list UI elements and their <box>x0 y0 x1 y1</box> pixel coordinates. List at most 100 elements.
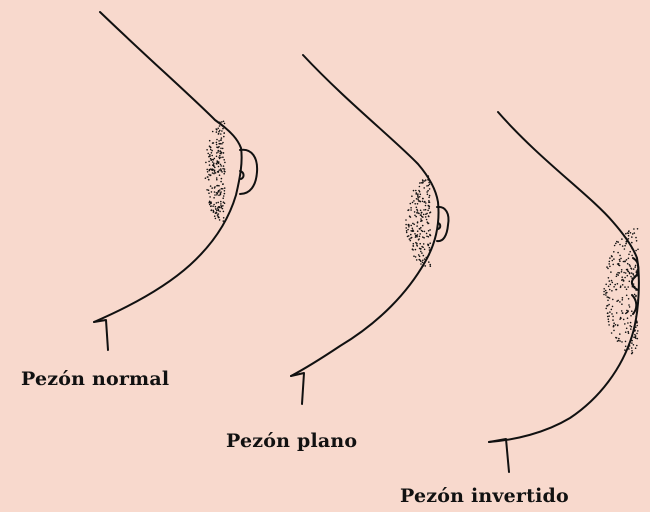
stipple-dot <box>219 125 221 127</box>
stipple-dot <box>624 277 626 279</box>
stipple-dot <box>219 155 221 157</box>
stipple-dot <box>208 161 210 163</box>
stipple-dot <box>422 201 424 203</box>
stipple-dot <box>215 218 217 220</box>
stipple-dot <box>612 260 614 262</box>
stipple-dot <box>213 210 215 212</box>
stipple-dot <box>620 285 622 287</box>
stipple-dot <box>220 168 222 170</box>
stipple-dot <box>413 224 415 226</box>
stipple-dot <box>219 130 221 132</box>
stipple-dot <box>424 258 426 260</box>
stipple-dot <box>215 172 217 174</box>
stipple-dot <box>629 251 631 253</box>
stipple-dot <box>622 312 624 314</box>
stipple-dot <box>423 237 425 239</box>
stipple-dot <box>614 284 616 286</box>
stipple-dot <box>217 128 219 130</box>
stipple-dot <box>636 322 638 324</box>
stipple-dot <box>415 249 417 251</box>
stipple-dot <box>612 264 614 266</box>
stipple-dot <box>218 133 220 135</box>
stipple-dot <box>612 319 614 321</box>
stipple-dot <box>418 200 420 202</box>
stipple-dot <box>413 190 415 192</box>
stipple-dot <box>631 255 633 257</box>
stipple-dot <box>622 299 624 301</box>
stipple-dot <box>213 197 215 199</box>
stipple-dot <box>219 153 221 155</box>
stipple-dot <box>622 279 624 281</box>
stipple-dot <box>223 121 225 123</box>
stipple-dot <box>405 224 407 226</box>
stipple-dot <box>216 177 218 179</box>
stipple-dot <box>631 347 633 349</box>
stipple-dot <box>617 272 619 274</box>
stipple-dot <box>619 301 621 303</box>
stipple-dot <box>423 187 425 189</box>
stipple-dot <box>209 201 211 203</box>
stipple-dot <box>419 236 421 238</box>
stipple-dot <box>631 268 633 270</box>
stipple-dot <box>637 228 639 230</box>
stipple-dot <box>220 207 222 209</box>
stipple-dot <box>427 210 429 212</box>
stipple-dot <box>426 233 428 235</box>
stipple-dot <box>417 199 419 201</box>
stipple-dot <box>216 144 218 146</box>
stipple-dot <box>632 273 634 275</box>
stipple-dot <box>410 209 412 211</box>
stipple-dot <box>607 305 609 307</box>
stipple-dot <box>608 263 610 265</box>
stipple-dot <box>220 148 222 150</box>
stipple-dot <box>618 263 620 265</box>
stipple-dot <box>624 260 626 262</box>
stipple-dot <box>413 255 415 257</box>
stipple-dot <box>626 289 628 291</box>
stipple-dot <box>619 265 621 267</box>
stipple-dot <box>631 310 633 312</box>
stipple-dot <box>625 233 627 235</box>
stipple-dot <box>221 143 223 145</box>
stipple-dot <box>425 179 427 181</box>
stipple-dot <box>223 132 225 134</box>
stipple-dot <box>224 190 226 192</box>
stipple-dot <box>420 251 422 253</box>
stipple-dot <box>425 216 427 218</box>
stipple-dot <box>624 248 626 250</box>
stipple-dot <box>412 249 414 251</box>
stipple-dot <box>612 282 614 284</box>
stipple-dot <box>216 194 218 196</box>
stipple-dot <box>207 153 209 155</box>
stipple-dot <box>625 272 627 274</box>
stipple-dot <box>417 203 419 205</box>
stipple-dot <box>414 215 416 217</box>
stipple-dot <box>616 276 618 278</box>
stipple-dot <box>411 237 413 239</box>
stipple-dot <box>628 304 630 306</box>
stipple-dot <box>224 162 226 164</box>
stipple-dot <box>634 232 636 234</box>
stipple-dot <box>216 131 218 133</box>
stipple-dot <box>209 140 211 142</box>
stipple-dot <box>223 173 225 175</box>
stipple-dot <box>220 139 222 141</box>
stipple-dot <box>627 331 629 333</box>
stipple-dot <box>621 341 623 343</box>
stipple-dot <box>216 212 218 214</box>
stipple-dot <box>218 166 220 168</box>
stipple-dot <box>210 168 212 170</box>
stipple-dot <box>217 161 219 163</box>
stipple-dot <box>429 206 431 208</box>
stipple-dot <box>422 179 424 181</box>
caption-inverted-nipple: Pezón invertido <box>400 485 569 507</box>
stipple-dot <box>605 308 607 310</box>
stipple-dot <box>429 247 431 249</box>
stipple-dot <box>218 143 220 145</box>
stipple-dot <box>421 246 423 248</box>
stipple-dot <box>218 191 220 193</box>
stipple-dot <box>430 265 432 267</box>
stipple-dot <box>616 337 618 339</box>
stipple-dot <box>625 313 627 315</box>
